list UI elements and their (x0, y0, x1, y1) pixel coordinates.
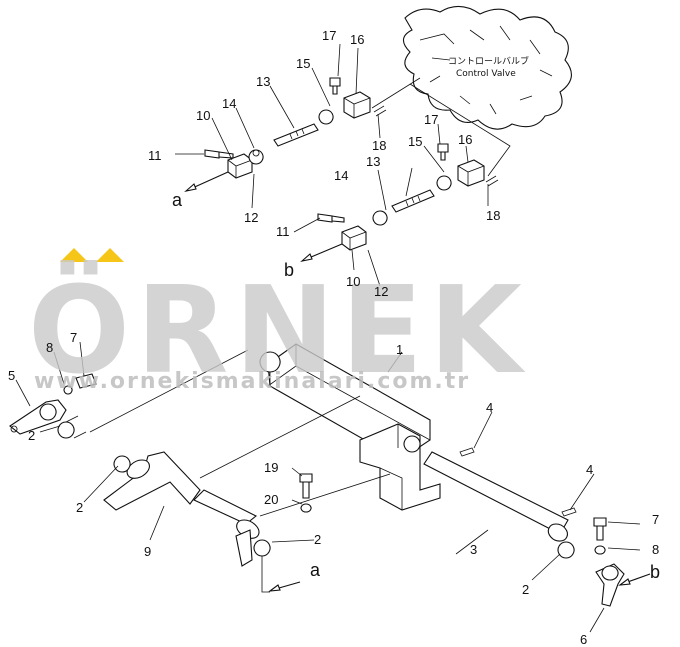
callout-12: 12 (244, 210, 258, 225)
callout-2: 2 (522, 582, 529, 597)
callout-3: 3 (470, 542, 477, 557)
letter-a-bottom: a (310, 560, 321, 580)
callout-18: 18 (486, 208, 500, 223)
callout-8: 8 (652, 542, 659, 557)
upper-linkage-2 (300, 143, 499, 262)
callout-6: 6 (580, 632, 587, 647)
callout-18: 18 (372, 138, 386, 153)
callout-17: 17 (424, 112, 438, 127)
bushing-2-b (113, 455, 131, 473)
callout-14: 14 (334, 168, 348, 183)
callout-14: 14 (222, 96, 236, 111)
callout-13: 13 (366, 154, 380, 169)
lower-assembly (9, 343, 651, 607)
watermark-accent-icon (60, 248, 124, 262)
cotter-pin-18-b (485, 175, 499, 187)
leader-lines (15, 43, 641, 633)
bolt-7-b (593, 517, 607, 541)
bolt-17-a (329, 77, 341, 95)
callout-numbers: 17 16 15 13 14 10 11 18 12 17 16 15 13 1… (8, 28, 659, 647)
nut-15-b (436, 175, 452, 191)
callout-19: 19 (264, 460, 278, 475)
callout-16: 16 (350, 32, 364, 47)
pin-11-a (204, 149, 234, 159)
valve-label-jp: コントロールバルブ (448, 55, 529, 67)
callout-20: 20 (264, 492, 278, 507)
upper-linkage-1 (184, 77, 511, 192)
callout-10: 10 (346, 274, 360, 289)
washer-8-b (594, 545, 606, 555)
callout-16: 16 (458, 132, 472, 147)
callout-13: 13 (256, 74, 270, 89)
yoke-10-b (341, 225, 367, 251)
callout-9: 9 (144, 544, 151, 559)
shaft-3 (423, 451, 569, 535)
bushing-2-c (253, 539, 271, 557)
bolt-7-a (75, 373, 97, 389)
callout-15: 15 (408, 134, 422, 149)
valve-label-en: Control Valve (456, 69, 516, 79)
cotter-pin-18-a (373, 105, 387, 117)
letter-a-top: a (172, 190, 183, 210)
callout-11: 11 (276, 224, 290, 239)
watermark-url: www.ornekismakinalari.com.tr (34, 369, 470, 394)
callout-1: 1 (396, 342, 403, 357)
callout-5: 5 (8, 368, 15, 383)
letter-b-bottom: b (650, 562, 660, 582)
callout-10: 10 (196, 108, 210, 123)
callout-4: 4 (586, 462, 593, 477)
washer-20 (300, 503, 312, 513)
callout-7: 7 (70, 330, 77, 345)
callout-2: 2 (314, 532, 321, 547)
callout-17: 17 (322, 28, 336, 43)
direction-letters: a b a b (172, 190, 660, 582)
callout-11: 11 (148, 148, 162, 163)
control-valve: コントロールバルブ Control Valve (402, 5, 572, 130)
bushing-2-a (57, 421, 75, 439)
bolt-19 (299, 473, 313, 499)
callout-7: 7 (652, 512, 659, 527)
yoke-16-a (343, 91, 371, 119)
watermark: ÖRNEK www.ornekismakinalari.com.tr (28, 248, 528, 401)
letter-b-top: b (284, 260, 294, 280)
nut-14-a (248, 149, 264, 165)
bushing-2-d (557, 541, 575, 559)
callout-2: 2 (76, 500, 83, 515)
watermark-brand: ÖRNEK (28, 261, 528, 401)
callout-12: 12 (374, 284, 388, 299)
pin-11-b (317, 213, 345, 223)
callout-8: 8 (46, 340, 53, 355)
nut-14-b (372, 210, 388, 226)
key-4-a (459, 447, 475, 457)
key-4-b (561, 507, 577, 517)
callout-4: 4 (486, 400, 493, 415)
rod-13-a (273, 123, 319, 147)
callout-15: 15 (296, 56, 310, 71)
yoke-16-b (457, 159, 485, 187)
callout-2: 2 (28, 428, 35, 443)
nut-15-a (318, 109, 334, 125)
washer-8-a (63, 385, 73, 395)
bolt-17-b (437, 143, 449, 161)
